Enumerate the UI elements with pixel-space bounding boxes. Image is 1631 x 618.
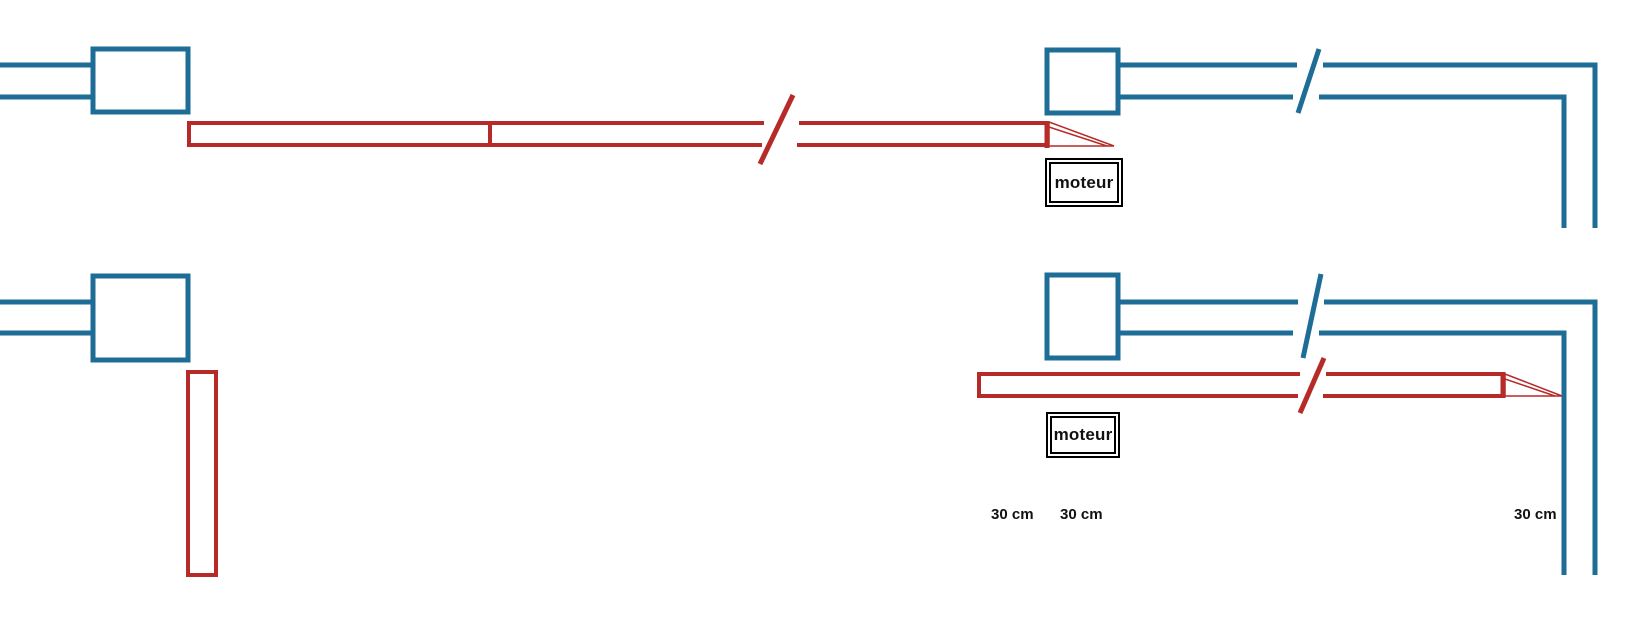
- gate-tip-inner-slant-closing: [1504, 378, 1556, 397]
- wall-break-slash-blue-bottom-right: [1300, 273, 1324, 359]
- motor-box-bottom: moteur: [1046, 412, 1120, 458]
- dimension-label-mid: 30 cm: [1060, 506, 1103, 523]
- motor-box-top-inner-border: moteur: [1049, 162, 1119, 203]
- gate-bar-break-slash-open: [757, 93, 796, 166]
- hinge-post-box-top-left: [90, 46, 191, 115]
- latch-post-box-top-right: [1044, 47, 1121, 116]
- wall-bottom-seg2-corner-bottom-right: [1319, 330, 1567, 575]
- dimension-label-right: 30 cm: [1514, 506, 1557, 523]
- wall-bottom-seg2-corner-top-right: [1319, 94, 1567, 228]
- gate-tip-triangle-closing: [1504, 372, 1563, 397]
- wall-top-seg2-corner-top-right: [1323, 62, 1598, 228]
- hinge-post-box-bottom-left: [90, 273, 191, 363]
- wall-top-seg2-corner-bottom-right: [1324, 299, 1598, 575]
- gate-tip-triangle-open: [1048, 120, 1115, 147]
- latch-post-box-bottom-right: [1044, 272, 1121, 361]
- motor-box-top: moteur: [1045, 158, 1123, 207]
- motor-label-bottom: moteur: [1053, 425, 1113, 444]
- motor-label-top: moteur: [1054, 172, 1114, 192]
- motor-box-bottom-inner-border: moteur: [1050, 416, 1116, 454]
- gate-bar-break-slash-closing: [1297, 357, 1327, 414]
- gate-tip-inner-slant-open: [1048, 126, 1108, 147]
- gate-bar-closed-vertical: [186, 370, 218, 577]
- wall-break-slash-top-right: [1295, 48, 1322, 114]
- dimension-label-left: 30 cm: [991, 506, 1034, 523]
